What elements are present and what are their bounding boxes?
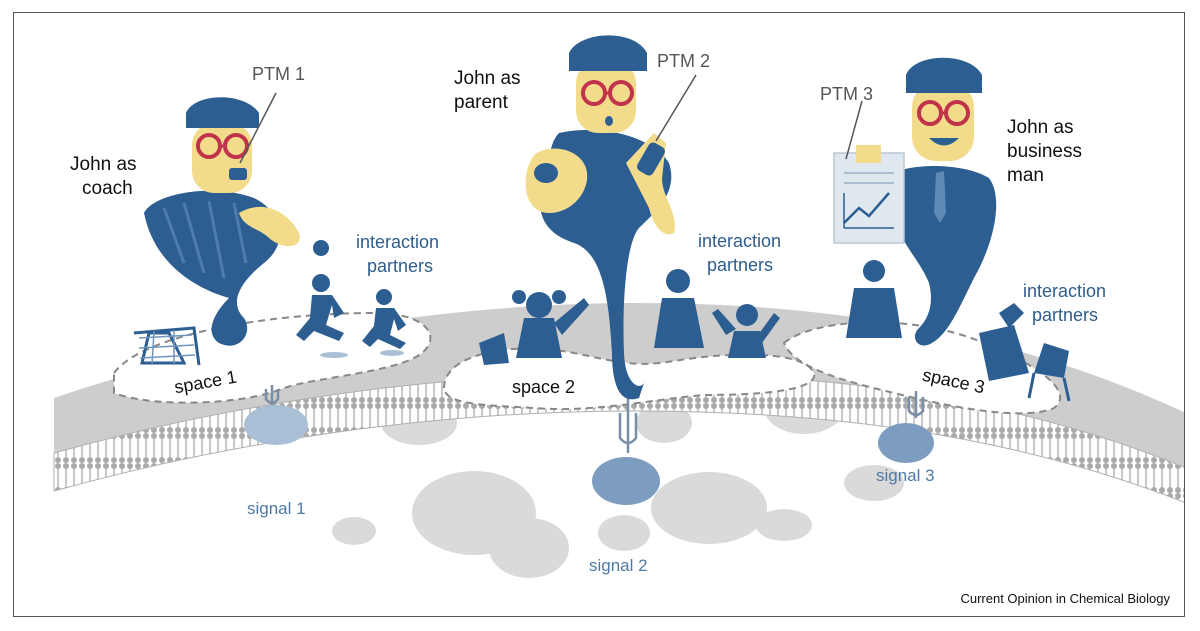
ptm-2-label: PTM 2 bbox=[657, 51, 711, 71]
signal-3-blob bbox=[878, 423, 934, 463]
receptors bbox=[264, 385, 925, 453]
john-coach-figure bbox=[133, 92, 300, 366]
coach-label-line1: John as bbox=[70, 154, 137, 175]
business-label-line1: John as bbox=[1007, 117, 1074, 138]
business-label-line2: business bbox=[1007, 141, 1082, 162]
interaction-partners-1-line1: interaction bbox=[356, 232, 440, 252]
signal-3-label: signal 3 bbox=[876, 466, 935, 485]
space-2-label: space 2 bbox=[512, 377, 576, 397]
signal-1-blob bbox=[244, 405, 308, 445]
diagram-illustration bbox=[53, 35, 1184, 578]
signal-1-label: signal 1 bbox=[247, 499, 306, 518]
signal-2-blob bbox=[592, 457, 660, 505]
ptm-3-label: PTM 3 bbox=[820, 84, 874, 104]
john-businessman-figure bbox=[833, 57, 997, 346]
business-label-line3: man bbox=[1007, 165, 1044, 186]
interaction-partners-2-line2: partners bbox=[707, 255, 774, 275]
coach-interaction-partners bbox=[296, 240, 406, 358]
parent-interaction-partners bbox=[479, 269, 780, 365]
interaction-partners-2-line1: interaction bbox=[698, 231, 782, 251]
figure-frame: John as coach PTM 1 space 1 signal 1 Joh… bbox=[13, 12, 1185, 617]
credit-line: Current Opinion in Chemical Biology bbox=[960, 591, 1170, 606]
business-interaction-partners bbox=[846, 260, 1071, 402]
interaction-partners-3-line2: partners bbox=[1032, 305, 1099, 325]
parent-label-line1: John as bbox=[454, 68, 521, 89]
john-parent-figure bbox=[525, 35, 697, 400]
coach-label-line2: coach bbox=[82, 178, 133, 199]
lipid-bilayer bbox=[53, 372, 1184, 503]
ptm-1-label: PTM 1 bbox=[252, 64, 306, 84]
parent-label-line2: parent bbox=[454, 92, 508, 113]
interaction-partners-3-line1: interaction bbox=[1023, 281, 1107, 301]
signal-2-label: signal 2 bbox=[589, 556, 648, 575]
interaction-partners-1-line2: partners bbox=[367, 256, 434, 276]
